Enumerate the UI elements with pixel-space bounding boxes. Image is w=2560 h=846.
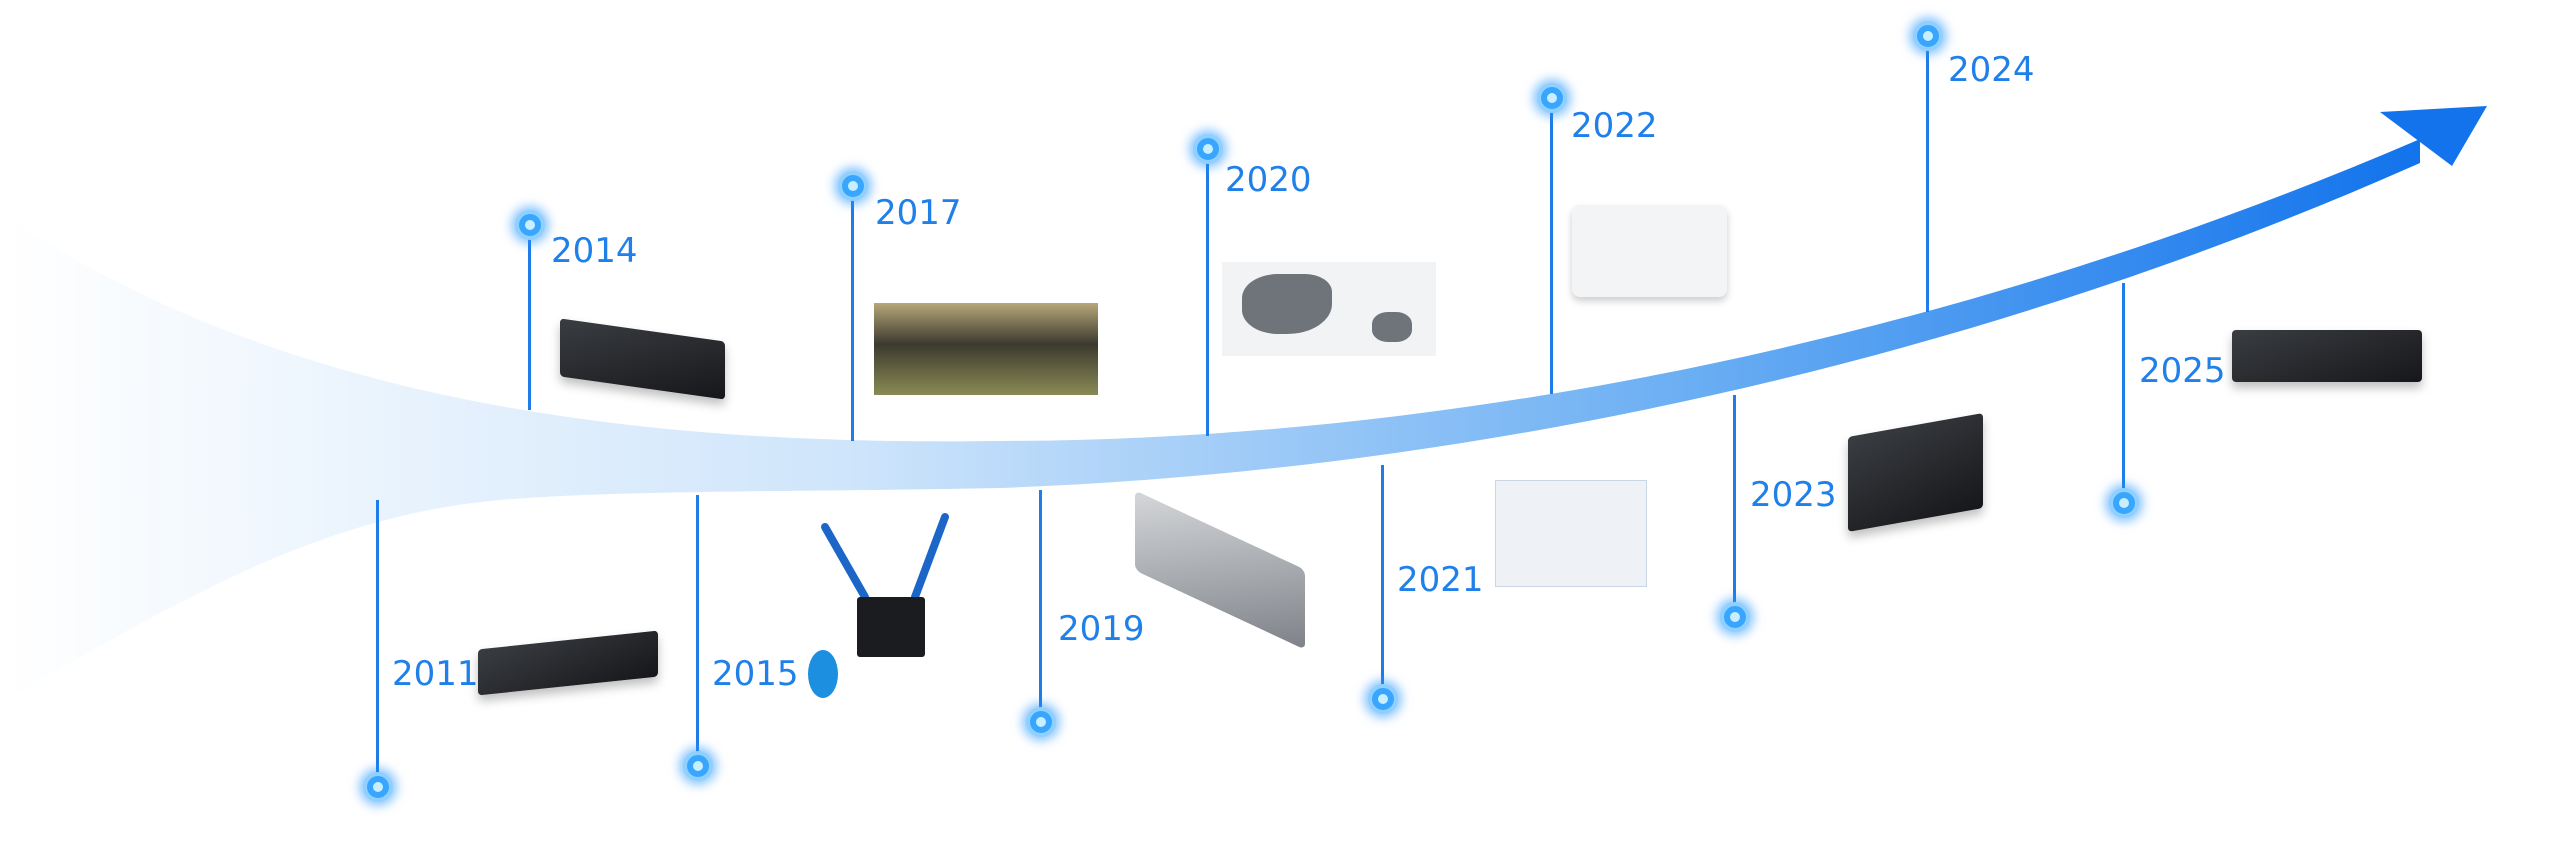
milestone-line-2022 — [1550, 98, 1553, 394]
milestone-line-2025 — [2122, 283, 2125, 503]
milestone-dot-2021[interactable] — [1368, 684, 1398, 714]
year-label-2011: 2011 — [392, 654, 479, 694]
milestone-dot-2023[interactable] — [1720, 602, 1750, 632]
year-label-2022: 2022 — [1571, 106, 1658, 146]
year-label-2019: 2019 — [1058, 609, 1145, 649]
milestone-line-2023 — [1733, 395, 1736, 617]
ribbon-band — [0, 139, 2420, 702]
milestone-dot-2019[interactable] — [1026, 707, 1056, 737]
year-label-2014: 2014 — [551, 231, 638, 271]
architecture-diagram-image — [1495, 480, 1647, 587]
milestone-line-2015 — [696, 495, 699, 766]
year-label-2020: 2020 — [1225, 160, 1312, 200]
milestone-dot-2011[interactable] — [363, 772, 393, 802]
milestone-line-2024 — [1926, 36, 1929, 312]
arrow-head-icon — [2380, 106, 2487, 166]
year-label-2023: 2023 — [1750, 475, 1837, 515]
year-label-2025: 2025 — [2139, 351, 2226, 391]
milestone-line-2020 — [1206, 149, 1209, 436]
newtek-logo-icon — [808, 650, 838, 698]
milestone-line-2017 — [851, 186, 854, 441]
milestone-dot-2024[interactable] — [1913, 21, 1943, 51]
year-label-2015: 2015 — [712, 654, 799, 694]
milestone-line-2021 — [1381, 465, 1384, 699]
milestone-dot-2017[interactable] — [838, 171, 868, 201]
milestone-dot-2014[interactable] — [515, 210, 545, 240]
milestone-dot-2015[interactable] — [683, 751, 713, 781]
connect-spark-image — [821, 513, 949, 657]
year-label-2017: 2017 — [875, 193, 962, 233]
milestone-line-2014 — [528, 225, 531, 410]
rack-server-image — [2232, 330, 2422, 382]
broadcast-truck-image — [1572, 205, 1727, 297]
milestone-line-2011 — [376, 500, 379, 787]
year-label-2024: 2024 — [1948, 50, 2035, 90]
milestone-dot-2025[interactable] — [2109, 488, 2139, 518]
team-photo-image — [874, 303, 1098, 395]
milestone-dot-2022[interactable] — [1537, 83, 1567, 113]
milestone-line-2019 — [1039, 490, 1042, 722]
world-map-image — [1222, 262, 1436, 356]
milestone-dot-2020[interactable] — [1193, 134, 1223, 164]
year-label-2021: 2021 — [1397, 560, 1484, 600]
